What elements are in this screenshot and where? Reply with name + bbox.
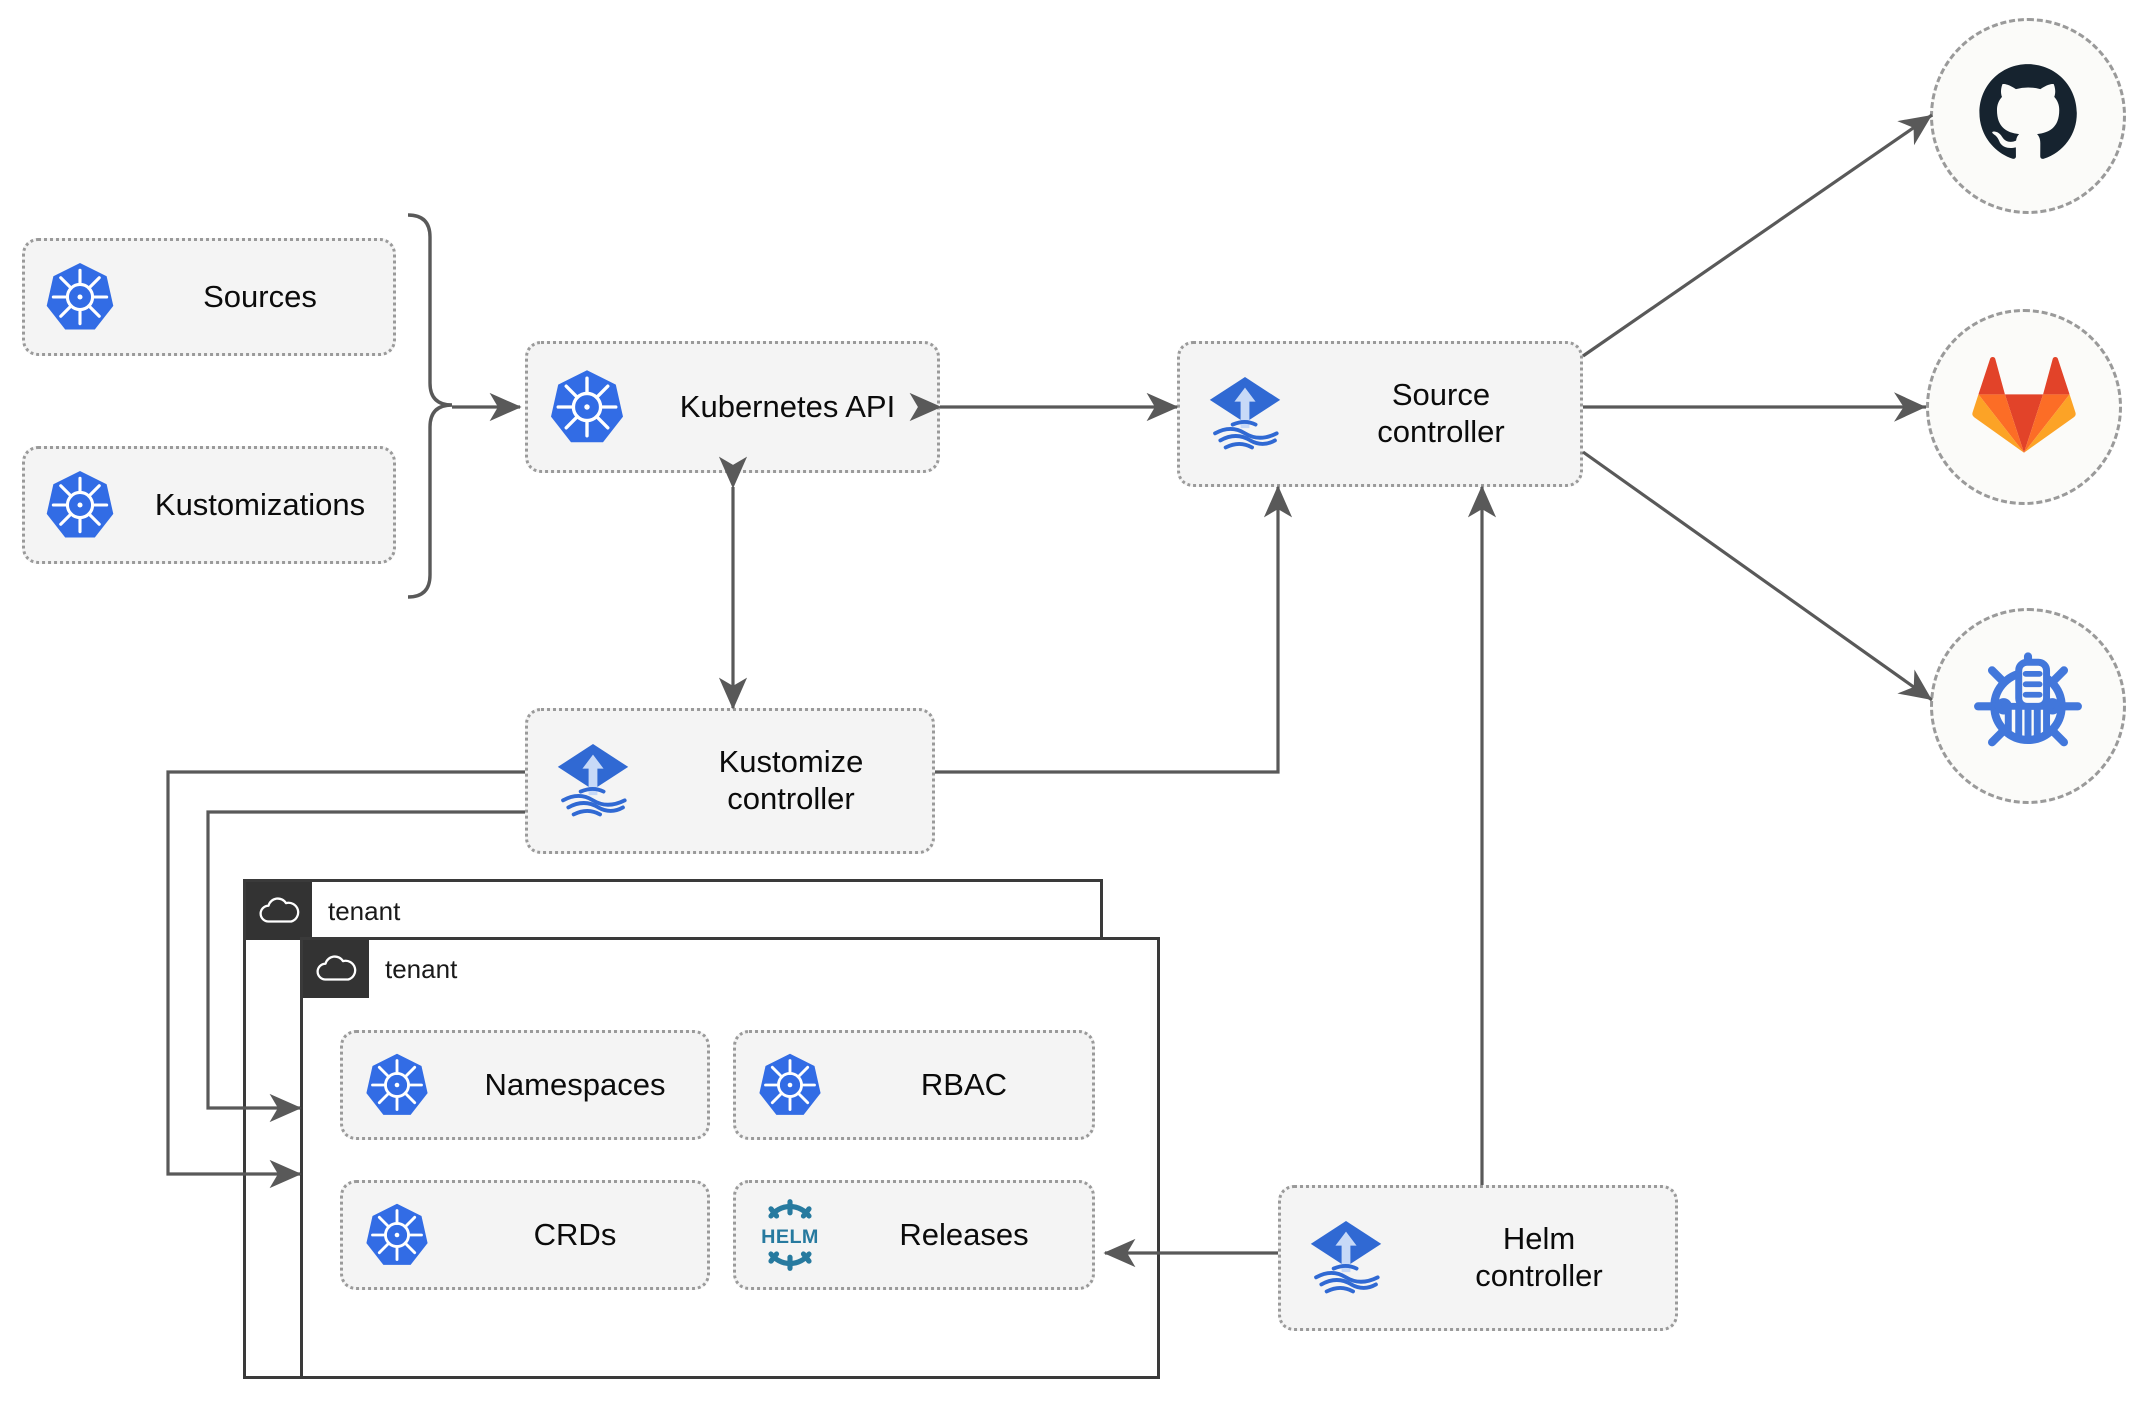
- node-label: Kustomize controller: [718, 744, 864, 816]
- wire-kustomize-source: [935, 485, 1293, 774]
- github-icon: [1976, 62, 2080, 171]
- wire-source-github: [1582, 113, 1933, 358]
- node-label: Kubernetes API: [679, 388, 896, 424]
- kubernetes-icon: [25, 260, 135, 334]
- tenant-container-front[interactable]: tenant: [300, 937, 1160, 1379]
- svg-text:HELM: HELM: [761, 1226, 819, 1248]
- tenant-label: tenant: [385, 953, 458, 984]
- group-bracket: [407, 213, 453, 599]
- node-kubernetes-api[interactable]: Kubernetes API: [525, 341, 940, 473]
- node-helm-controller[interactable]: Helm controller: [1278, 1185, 1678, 1331]
- kubernetes-icon: [343, 1201, 451, 1269]
- kubernetes-icon: [25, 468, 135, 542]
- node-label: Helm controller: [1475, 1221, 1603, 1293]
- node-releases[interactable]: HELM Releases: [733, 1180, 1095, 1290]
- wire-source-bucket: [1582, 450, 1933, 702]
- helm-repository-icon: [1970, 646, 2086, 767]
- kubernetes-icon: [736, 1051, 844, 1119]
- flux-icon: [1281, 1214, 1411, 1302]
- node-label: Source controller: [1377, 377, 1505, 449]
- helm-icon: HELM: [736, 1197, 844, 1273]
- gitlab-icon: [1971, 355, 2077, 460]
- kubernetes-icon: [528, 367, 646, 447]
- node-kustomize-controller[interactable]: Kustomize controller: [525, 708, 935, 854]
- endpoint-github[interactable]: [1930, 18, 2126, 214]
- node-source-controller[interactable]: Source controller: [1177, 341, 1583, 487]
- cloud-icon: [246, 882, 312, 940]
- node-label: Kustomizations: [154, 486, 366, 522]
- node-kustomizations[interactable]: Kustomizations: [22, 446, 396, 564]
- tenant-label: tenant: [328, 895, 401, 926]
- node-label: Namespaces: [484, 1066, 666, 1102]
- flux-icon: [528, 737, 658, 825]
- node-label: Sources: [203, 278, 317, 314]
- node-label: CRDs: [533, 1216, 617, 1252]
- node-crds[interactable]: CRDs: [340, 1180, 710, 1290]
- kubernetes-icon: [343, 1051, 451, 1119]
- node-label: Releases: [899, 1216, 1029, 1252]
- endpoint-gitlab[interactable]: [1926, 309, 2122, 505]
- node-label: RBAC: [920, 1066, 1008, 1102]
- node-namespaces[interactable]: Namespaces: [340, 1030, 710, 1140]
- node-sources[interactable]: Sources: [22, 238, 396, 356]
- flux-icon: [1180, 370, 1310, 458]
- cloud-icon: [303, 940, 369, 998]
- node-rbac[interactable]: RBAC: [733, 1030, 1095, 1140]
- endpoint-helm-repository[interactable]: [1930, 608, 2126, 804]
